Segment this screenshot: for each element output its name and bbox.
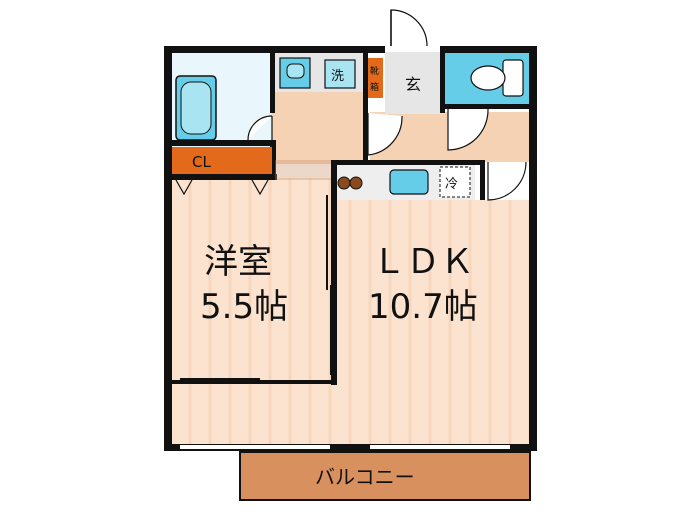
stove-burner-left	[337, 176, 351, 190]
hall-door-arc	[367, 113, 403, 156]
ldk-door-arc	[487, 161, 527, 201]
toilet-tank	[502, 59, 524, 97]
closet-label: CL	[192, 153, 211, 171]
wall-toilet-bottom	[445, 104, 530, 109]
wall-closet-right	[270, 140, 276, 180]
ldk-floor	[335, 200, 535, 445]
wall-hall-low	[275, 160, 331, 180]
western-room-floor	[170, 178, 335, 383]
window-bottom-1	[180, 445, 330, 449]
ldk-size: 10.7帖	[368, 287, 478, 327]
kitchen-sink	[389, 169, 429, 195]
wall-bath-bottom	[172, 140, 272, 146]
toilet-bowl	[470, 65, 506, 91]
entrance-door-arc	[390, 9, 428, 47]
wall-bottom	[164, 444, 537, 451]
fridge-space	[439, 166, 471, 198]
wall-kitchen-top	[331, 160, 481, 165]
closet-box	[172, 147, 272, 174]
toilet-door-arc	[447, 108, 489, 151]
washbasin-bowl	[286, 63, 305, 79]
balcony-label: バルコニー	[315, 465, 415, 489]
wall-hall-right	[363, 53, 368, 160]
wall-left	[164, 46, 172, 451]
bathtub-inner	[180, 81, 212, 135]
wall-stub-right	[480, 160, 485, 200]
fridge-label: 冷	[445, 177, 458, 192]
wall-western-right	[331, 160, 337, 385]
wall-top-left	[164, 46, 385, 53]
wall-entrance-right	[440, 53, 445, 113]
wall-closet-bottom	[172, 174, 277, 180]
western-room-size: 5.5帖	[200, 287, 288, 327]
bath-door-arc	[247, 115, 273, 141]
entrance-label: 玄	[405, 75, 421, 94]
shoe-box	[368, 58, 383, 98]
entrance-floor	[385, 52, 445, 114]
stove-burner-right	[349, 176, 363, 190]
wall-top-right	[440, 46, 536, 53]
ldk-name: ＬＤＫ	[372, 242, 474, 282]
wall-right	[529, 46, 537, 451]
closet-door-right	[251, 179, 269, 196]
window-bottom-2	[370, 445, 510, 449]
washing-machine	[324, 59, 356, 89]
western-room-name: 洋室	[204, 242, 272, 282]
washing-label: 洗	[331, 69, 344, 84]
shoe-box-label-2: 箱	[370, 81, 379, 93]
south-strip-floor	[170, 383, 335, 445]
shoe-box-label-1: 靴	[370, 65, 379, 77]
wall-bath-right	[270, 53, 275, 113]
closet-door-left	[175, 179, 193, 196]
